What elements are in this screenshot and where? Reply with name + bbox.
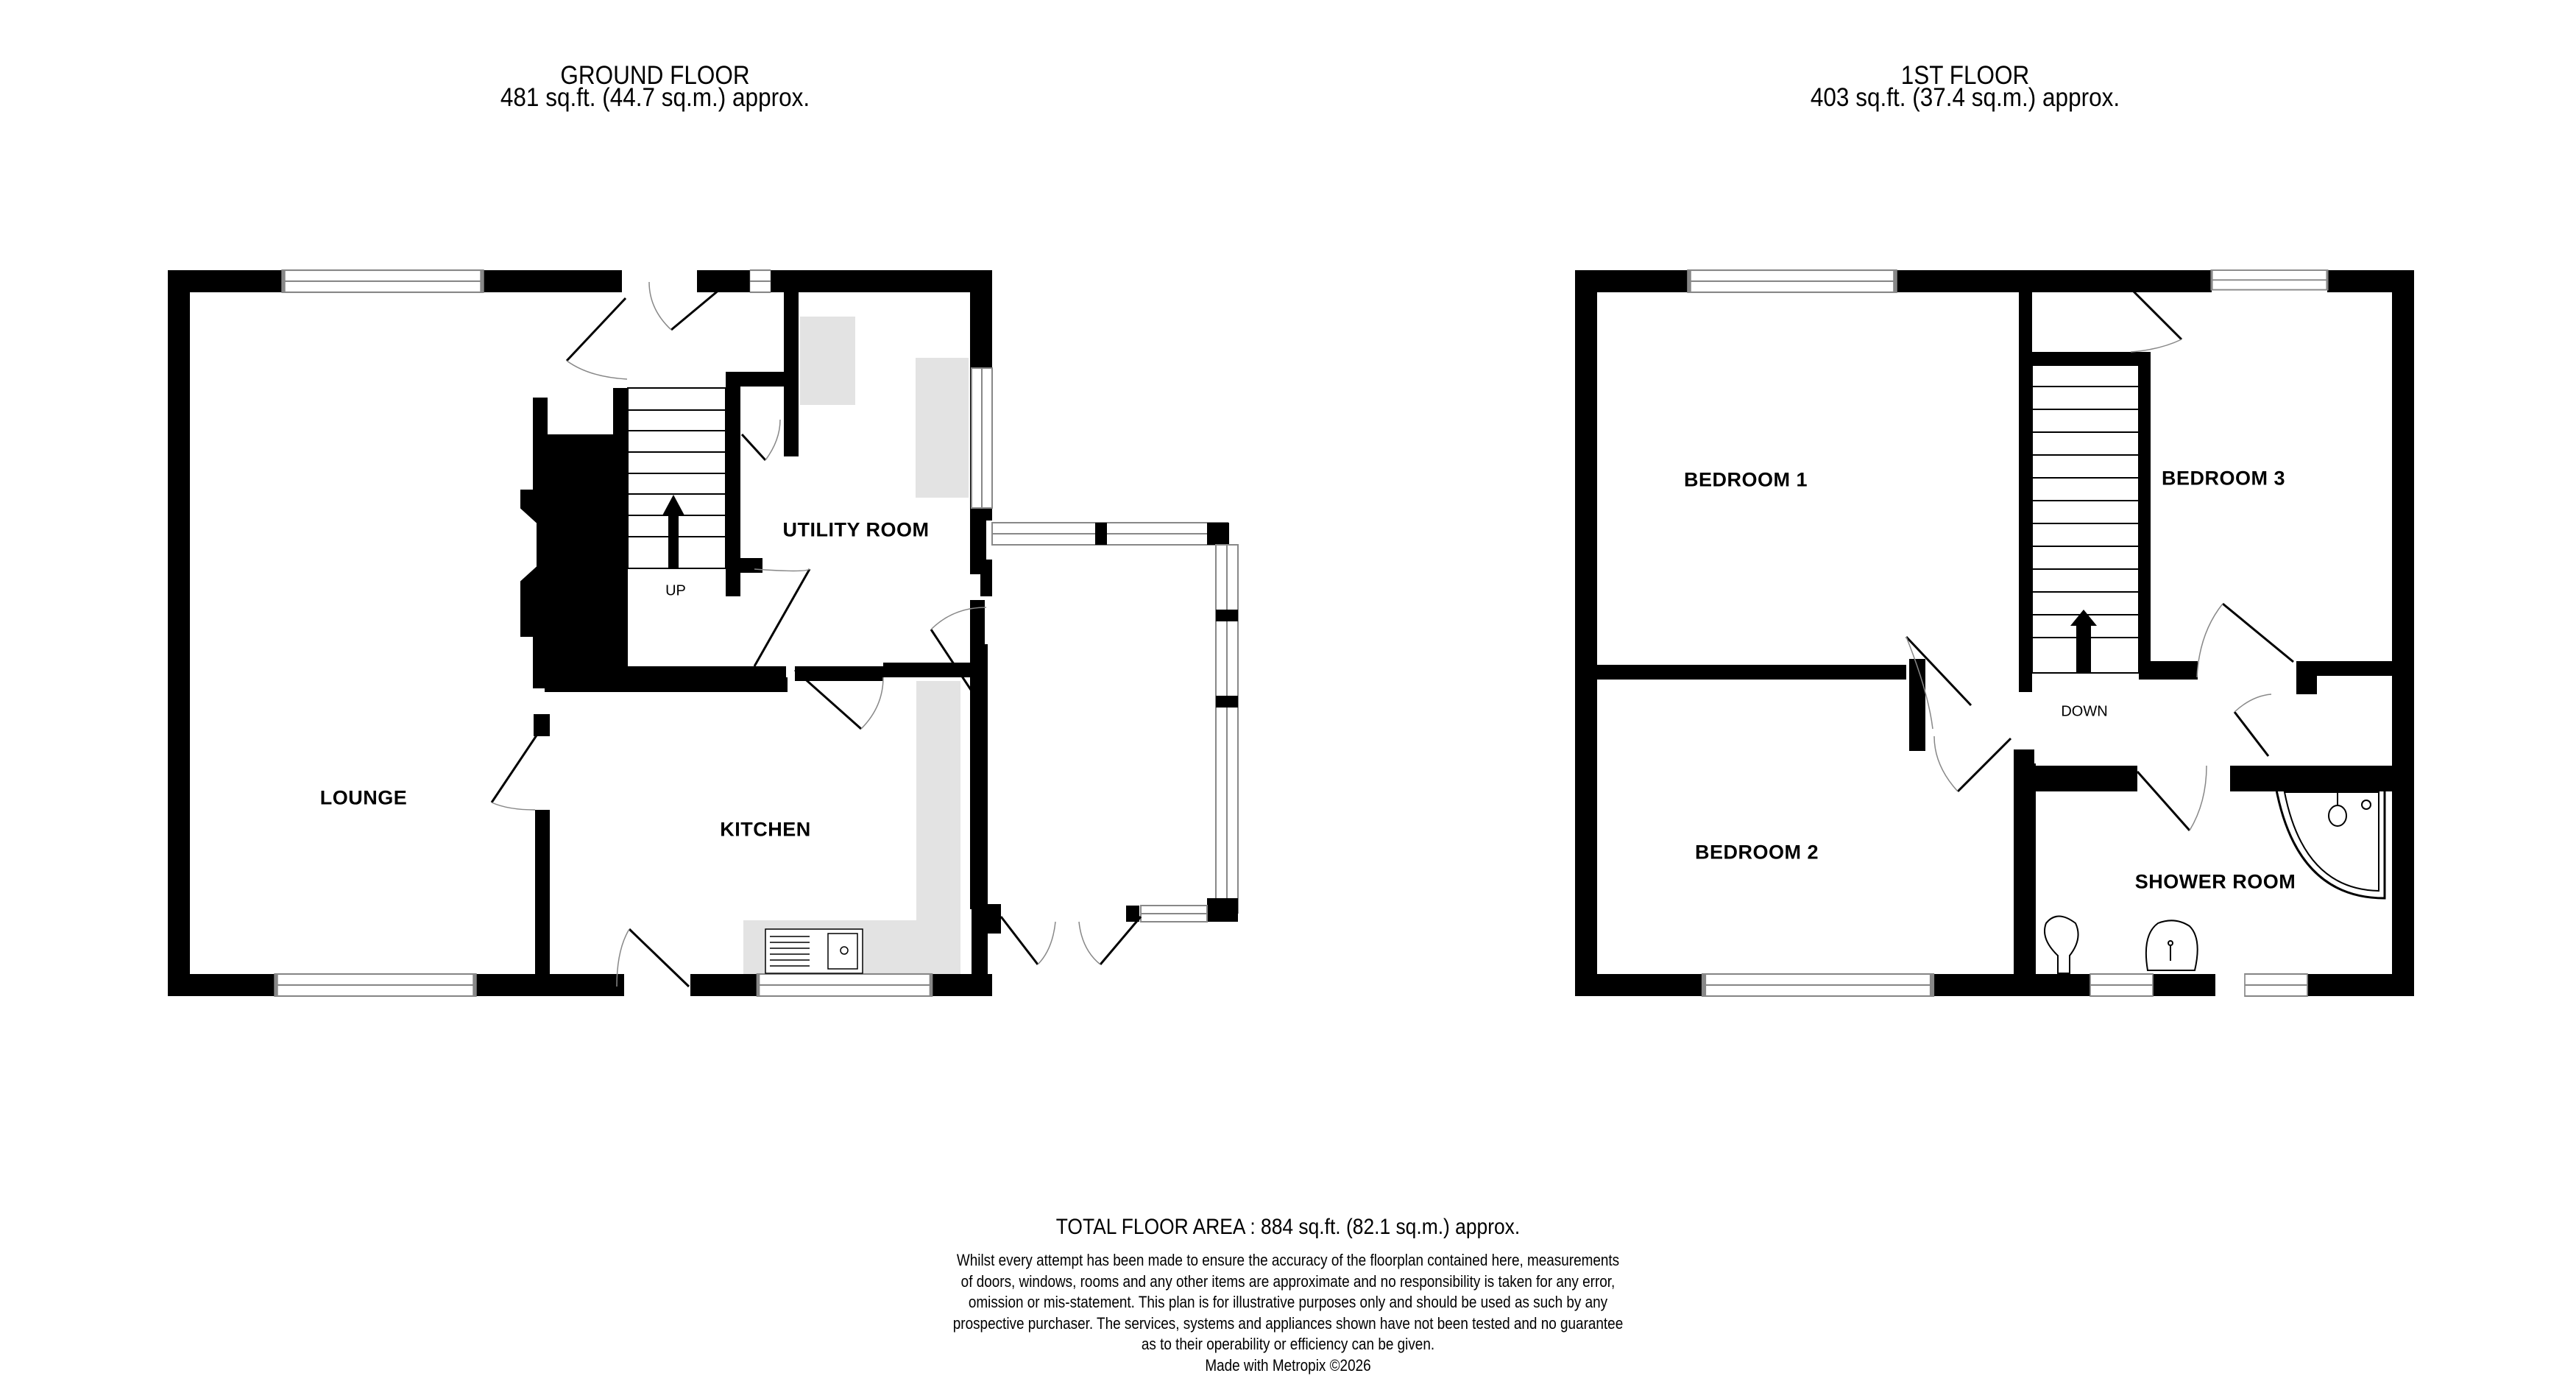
- stairs-down-label: DOWN: [2061, 704, 2107, 721]
- fitted-units: [743, 317, 969, 975]
- stairs-up-label: UP: [665, 583, 686, 600]
- wash-basin-icon: [2146, 920, 2198, 970]
- room-label-utility-room: UTILITY ROOM: [783, 519, 930, 542]
- disclaimer: Whilst every attempt has been made to en…: [845, 1250, 1731, 1376]
- ground-walls: [168, 270, 1001, 996]
- room-label-lounge: LOUNGE: [320, 787, 408, 810]
- disclaimer-line: of doors, windows, rooms and any other i…: [845, 1271, 1731, 1293]
- disclaimer-line: as to their operability or efficiency ca…: [845, 1334, 1731, 1355]
- room-label-bedroom-1: BEDROOM 1: [1684, 469, 1808, 492]
- ground-windows: [276, 270, 992, 996]
- credit-line: Made with Metropix ©2026: [845, 1355, 1731, 1376]
- toilet-icon: [2045, 917, 2078, 974]
- stairs-down-arrow-icon: [2070, 610, 2097, 673]
- room-label-shower-room: SHOWER ROOM: [2135, 871, 2296, 894]
- ground-floor-plan: [168, 270, 1238, 996]
- kitchen-sink-icon: [765, 929, 863, 973]
- room-label-kitchen: KITCHEN: [720, 819, 811, 842]
- room-label-bedroom-3: BEDROOM 3: [2162, 468, 2285, 490]
- disclaimer-line: omission or mis-statement. This plan is …: [845, 1292, 1731, 1313]
- disclaimer-line: prospective purchaser. The services, sys…: [845, 1313, 1731, 1335]
- room-label-bedroom-2: BEDROOM 2: [1695, 842, 1819, 864]
- conservatory: [970, 523, 1238, 922]
- stairs-arrow-icon: [662, 495, 684, 568]
- first-doors: [1906, 289, 2293, 830]
- disclaimer-line: Whilst every attempt has been made to en…: [845, 1250, 1731, 1271]
- total-floor-area: TOTAL FLOOR AREA : 884 sq.ft. (82.1 sq.m…: [835, 1215, 1741, 1240]
